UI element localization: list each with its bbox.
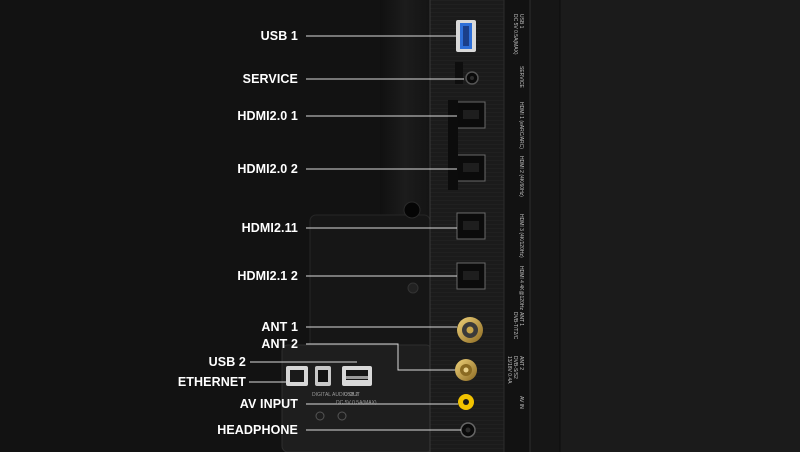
strip-hdmi2: HDMI 2 (4K/60Hz) [518,156,524,197]
strip-hdmi4: HDMI 4 4K@120Hz [518,266,524,310]
strip-av: AV IN [518,396,524,409]
label-hdmi2-0-2: HDMI2.0 2 [237,162,298,176]
strip-service: SERVICE [518,66,524,88]
label-hdmi2-1-2: HDMI2.1 2 [237,269,298,283]
label-headphone: HEADPHONE [217,423,298,437]
digital-audio-out-text: DIGITAL AUDIO OUT [312,392,360,398]
usb2-panel-text: USB 2 [344,392,359,398]
label-ethernet: ETHERNET [177,375,246,389]
label-usb-1: USB 1 [260,29,298,43]
usb2-rating-text: DC 5V 0.5A(MAX) [336,400,377,406]
port-legend-strip: USB 1 DC 5V 0.5A(MAX) SERVICE HDMI 1 (eA… [504,0,530,452]
strip-ant2: ANT 2 [518,356,524,371]
strip-hdmi3: HDMI 3 (4K/120Hz) [518,214,524,258]
strip-usb1-rating: DC 5V 0.5A(MAX) [512,14,518,55]
label-hdmi2-0-1: HDMI2.0 1 [237,109,298,123]
strip-ant2-rating: 13/18V 0.4A [506,356,512,384]
label-service: SERVICE [242,72,298,86]
label-hdmi2-1-1: HDMI2.11 [241,221,298,235]
strip-usb1: USB 1 [518,14,524,29]
strip-ant2-sub: DVB-S/S2 [512,356,518,379]
label-usb-2: USB 2 [208,355,246,369]
label-av-input: AV INPUT [239,397,298,411]
strip-ant1-sub: DVB-T/T2/C [512,312,518,340]
strip-ant1: ANT 1 [518,312,524,327]
strip-hdmi1: HDMI 1 (eARC/ARC) [518,102,524,149]
label-ant-1: ANT 1 [261,320,298,334]
label-ant-2: ANT 2 [261,337,298,351]
